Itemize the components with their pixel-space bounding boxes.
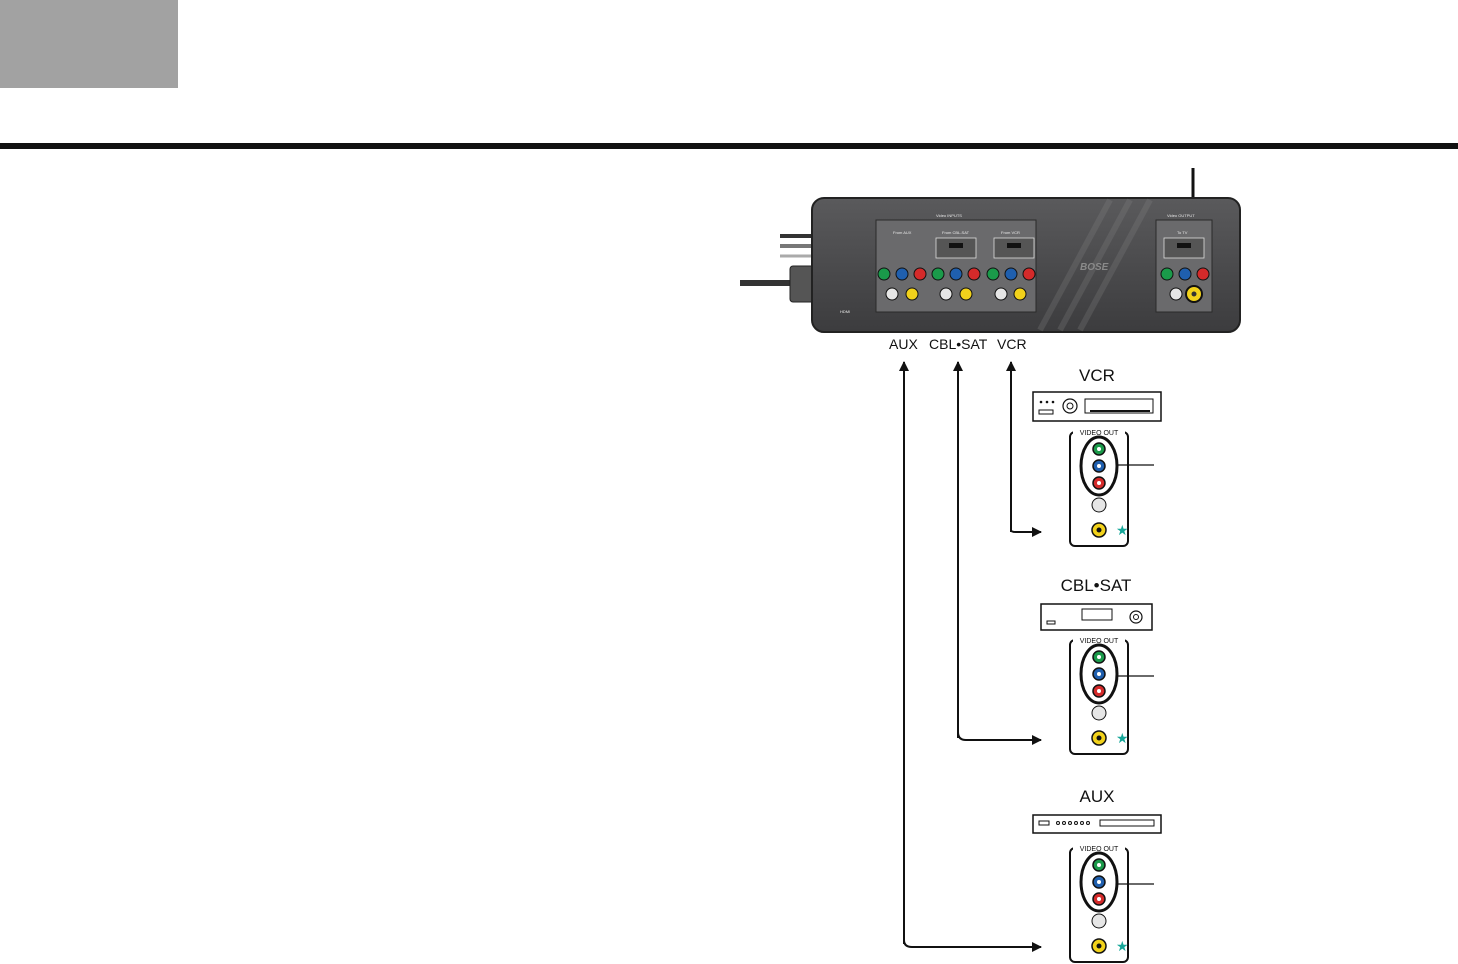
from-aux-label: From AUX [893,230,912,235]
arrow-vcr-out [1010,527,1042,537]
from-cblsat-label: From CBL-SAT [942,230,970,235]
output-panel [1155,219,1213,313]
inputs-title: Video INPUTS [936,213,962,218]
from-vcr-label: From VCR [1001,230,1020,235]
input-label-aux: AUX [889,336,918,352]
device-cblsat: CBL•SAT VIDEO OUT ★ [1040,576,1154,755]
header-rule [0,143,1458,149]
component-group-highlight [1079,435,1119,497]
svideo-jack [1091,913,1107,929]
device-vcr: VCR VIDEO OUT ★ [1032,366,1162,547]
arrow-cblsat-out [957,731,1042,745]
input-jacks [877,267,1036,301]
panel-label: VIDEO OUT [1080,638,1119,645]
bose-logo: BOSE [1080,262,1109,273]
star-icon: ★ [1116,523,1129,539]
component-group-highlight [1079,851,1119,913]
device-title: CBL•SAT [1061,576,1132,595]
output-title: Video OUTPUT [1167,213,1195,218]
aux-unit [1032,814,1162,834]
svideo-jack [1091,497,1107,513]
hdmi-badge: HDMI [840,309,850,314]
input-cables [740,234,821,303]
star-icon: ★ [1116,939,1129,955]
star-icon: ★ [1116,731,1129,747]
vcr-unit [1032,391,1162,422]
device-title: AUX [1080,787,1115,806]
to-tv-label: To TV [1177,230,1188,235]
device-aux: AUX VIDEO OUT ★ [1032,787,1162,963]
svideo-jack [1091,705,1107,721]
device-title: VCR [1079,366,1115,385]
panel-label: VIDEO OUT [1080,846,1119,853]
media-console: Video INPUTS From AUX From CBL-SAT From … [740,168,1241,333]
output-jacks [1160,267,1210,303]
component-group-highlight [1079,643,1119,705]
input-label-cblsat: CBL•SAT [929,336,988,352]
panel-label: VIDEO OUT [1080,430,1119,437]
inputs-panel [875,219,1037,313]
input-label-vcr: VCR [997,336,1027,352]
arrow-aux-out [903,939,1042,952]
cblsat-unit [1040,603,1153,631]
header-tab [0,0,178,88]
